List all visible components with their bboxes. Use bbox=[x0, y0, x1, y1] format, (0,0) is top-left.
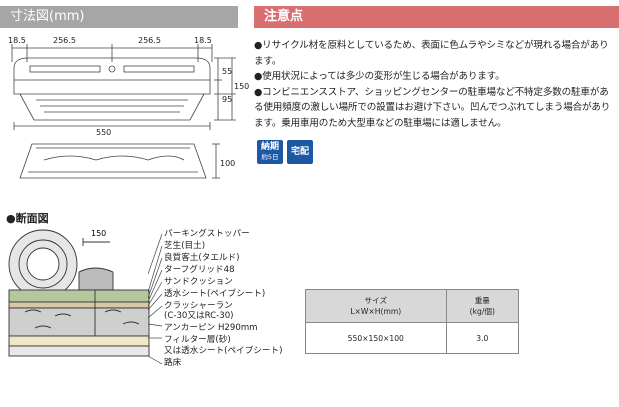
dim-height-95: 95 bbox=[222, 95, 233, 104]
dim-height-55: 55 bbox=[222, 67, 233, 76]
leader-lines bbox=[148, 233, 163, 365]
header-size-label: サイズ bbox=[364, 296, 388, 305]
cell-size: 550×150×100 bbox=[305, 322, 447, 354]
parking-stopper-shape bbox=[78, 267, 114, 291]
caution-item: ●使用状況によっては多少の変形が生じる場合があります。 bbox=[254, 71, 505, 82]
label-turf-grid: ターフグリッド48 bbox=[164, 265, 235, 275]
section-title: ●断面図 bbox=[6, 212, 49, 225]
label-filter-alt: 又は透水シート(ペイブシート) bbox=[164, 346, 283, 356]
cell-weight: 3.0 bbox=[445, 322, 520, 354]
header-weight: 重量 (kg/個) bbox=[445, 289, 520, 323]
dim-width-550: 550 bbox=[96, 128, 112, 137]
lead-time-label: 納期 bbox=[260, 142, 279, 152]
wheel-size-label: 150 bbox=[91, 229, 106, 238]
header-size: サイズ L×W×H(mm) bbox=[305, 289, 447, 323]
label-sand-cushion: サンドクッション bbox=[164, 277, 233, 287]
label-crusher-run: クラッシャーラン bbox=[164, 301, 233, 311]
label-lawn: 芝生(目土) bbox=[164, 241, 206, 251]
label-permeable-sheet: 透水シート(ペイブシート) bbox=[164, 289, 266, 299]
label-soil: 良質客土(タエルド) bbox=[164, 253, 240, 263]
caution-item: ●リサイクル材を原料としているため、表面に色ムラやシミなどが現れる場合があります… bbox=[254, 40, 609, 67]
delivery-badge: 宅配 bbox=[287, 140, 313, 164]
dim-height-150: 150 bbox=[234, 82, 250, 91]
dimensions-header: 寸法図(mm) bbox=[0, 6, 238, 28]
cross-section-drawing: 150 bbox=[8, 229, 150, 357]
lead-time-days: 約5日 bbox=[261, 153, 279, 161]
label-parking-stopper: パーキングストッパー bbox=[164, 229, 250, 239]
cautions-header: 注意点 bbox=[254, 6, 619, 28]
header-weight-unit: (kg/個) bbox=[469, 307, 495, 316]
header-weight-label: 重量 bbox=[474, 296, 490, 305]
dim-top-left: 18.5 bbox=[8, 36, 26, 45]
spec-table: サイズ L×W×H(mm) 重量 (kg/個) 550×150×100 3.0 bbox=[305, 289, 520, 354]
dim-top-right: 18.5 bbox=[194, 36, 212, 45]
label-filter-layer: フィルター層(砂) bbox=[164, 335, 231, 345]
dim-bottom-100: 100 bbox=[220, 159, 236, 168]
label-subgrade: 路床 bbox=[164, 358, 182, 368]
dim-top-mid-right: 256.5 bbox=[138, 36, 161, 45]
delivery-label: 宅配 bbox=[290, 147, 309, 157]
dimension-drawing-svg bbox=[11, 44, 236, 179]
table-row: 550×150×100 3.0 bbox=[305, 322, 520, 354]
cautions-list: ●リサイクル材を原料としているため、表面に色ムラやシミなどが現れる場合があります… bbox=[254, 38, 614, 131]
lead-time-badge: 納期 約5日 bbox=[257, 140, 283, 164]
caution-item: ●コンビニエンスストア、ショッピングセンターの駐車場など不特定多数の駐車がある使… bbox=[254, 86, 611, 129]
label-anchor-pin: アンカーピン H290mm bbox=[164, 323, 258, 333]
label-crusher-run-spec: (C-30又はRC-30) bbox=[164, 311, 234, 321]
header-size-unit: L×W×H(mm) bbox=[350, 307, 402, 316]
dim-top-mid-left: 256.5 bbox=[53, 36, 76, 45]
table-header-row: サイズ L×W×H(mm) 重量 (kg/個) bbox=[305, 289, 520, 323]
